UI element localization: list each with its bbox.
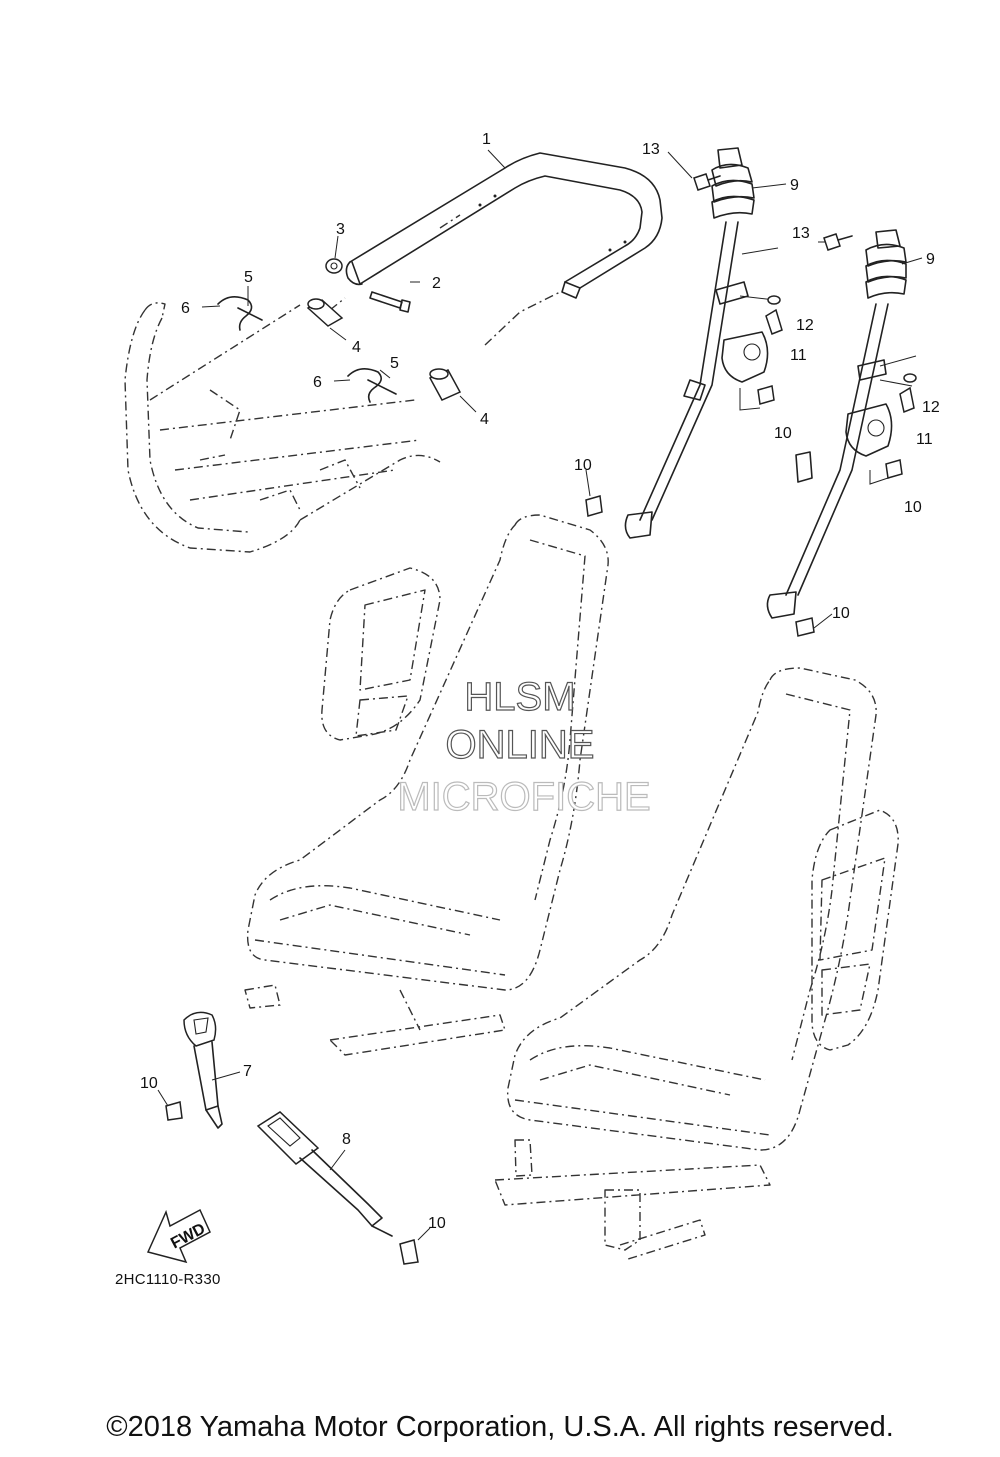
callout-2: 2 [432,275,441,292]
bolt-part [885,459,903,479]
callout-9: 9 [790,177,799,194]
callout-numbers: 1 2 3 4 4 5 5 6 6 7 8 9 9 10 10 10 10 10… [140,131,940,1232]
seat-belt-part [624,147,779,539]
washer-part [767,295,781,305]
watermark: HLSM ONLINE MICROFICHE [397,674,652,819]
bolt-part [757,385,775,405]
bolt-part [165,1101,183,1121]
watermark-line-2: ONLINE [446,723,595,767]
callout-6: 6 [181,300,190,317]
callout-10: 10 [574,457,592,474]
clip-part [347,368,382,403]
callout-8: 8 [342,1131,351,1148]
leader-lines [157,149,923,1241]
collar-part [306,298,344,327]
pin-part [237,307,263,321]
callout-4: 4 [352,339,361,356]
washer-part [903,373,917,383]
callout-4: 4 [480,411,489,428]
collar-part [428,368,462,401]
bolt-part [899,386,915,414]
callout-10: 10 [140,1075,158,1092]
diagram-code: 2HC1110-R330 [115,1271,221,1288]
callout-6: 6 [313,374,322,391]
roll-bar-part [329,152,663,346]
callout-10: 10 [428,1215,446,1232]
callout-10: 10 [904,499,922,516]
vehicle-frame-outline [124,302,441,553]
bolt-part [693,173,853,251]
callout-12: 12 [796,317,814,334]
callout-10: 10 [774,425,792,442]
callout-7: 7 [243,1063,252,1080]
callout-5: 5 [244,269,253,286]
seat-belt-part [766,229,917,619]
watermark-line-3: MICROFICHE [397,775,650,819]
bolt-part [795,617,815,637]
watermark-line-1: HLSM [464,675,575,719]
bolt-part [369,291,411,313]
fwd-arrow-icon: FWD [146,1208,211,1264]
seat-left-outline [244,514,609,1056]
callout-10: 10 [832,605,850,622]
callout-1: 1 [482,131,491,148]
callout-13: 13 [642,141,660,158]
copyright-notice: ©2018 Yamaha Motor Corporation, U.S.A. A… [106,1411,894,1443]
seat-right-outline [494,667,899,1261]
callout-11: 11 [790,347,807,364]
pin-part [367,379,397,395]
callout-5: 5 [390,355,399,372]
callout-9: 9 [926,251,935,268]
bolt-part [585,495,603,517]
nut-part [325,258,343,274]
bolt-part [765,308,783,335]
clip-part [217,296,253,331]
callout-12: 12 [922,399,940,416]
buckle-part [183,1011,241,1129]
callout-13: 13 [792,225,810,242]
callout-3: 3 [336,221,345,238]
callout-11: 11 [916,431,933,448]
buckle-part [256,1111,393,1237]
bolt-part [399,1239,419,1265]
